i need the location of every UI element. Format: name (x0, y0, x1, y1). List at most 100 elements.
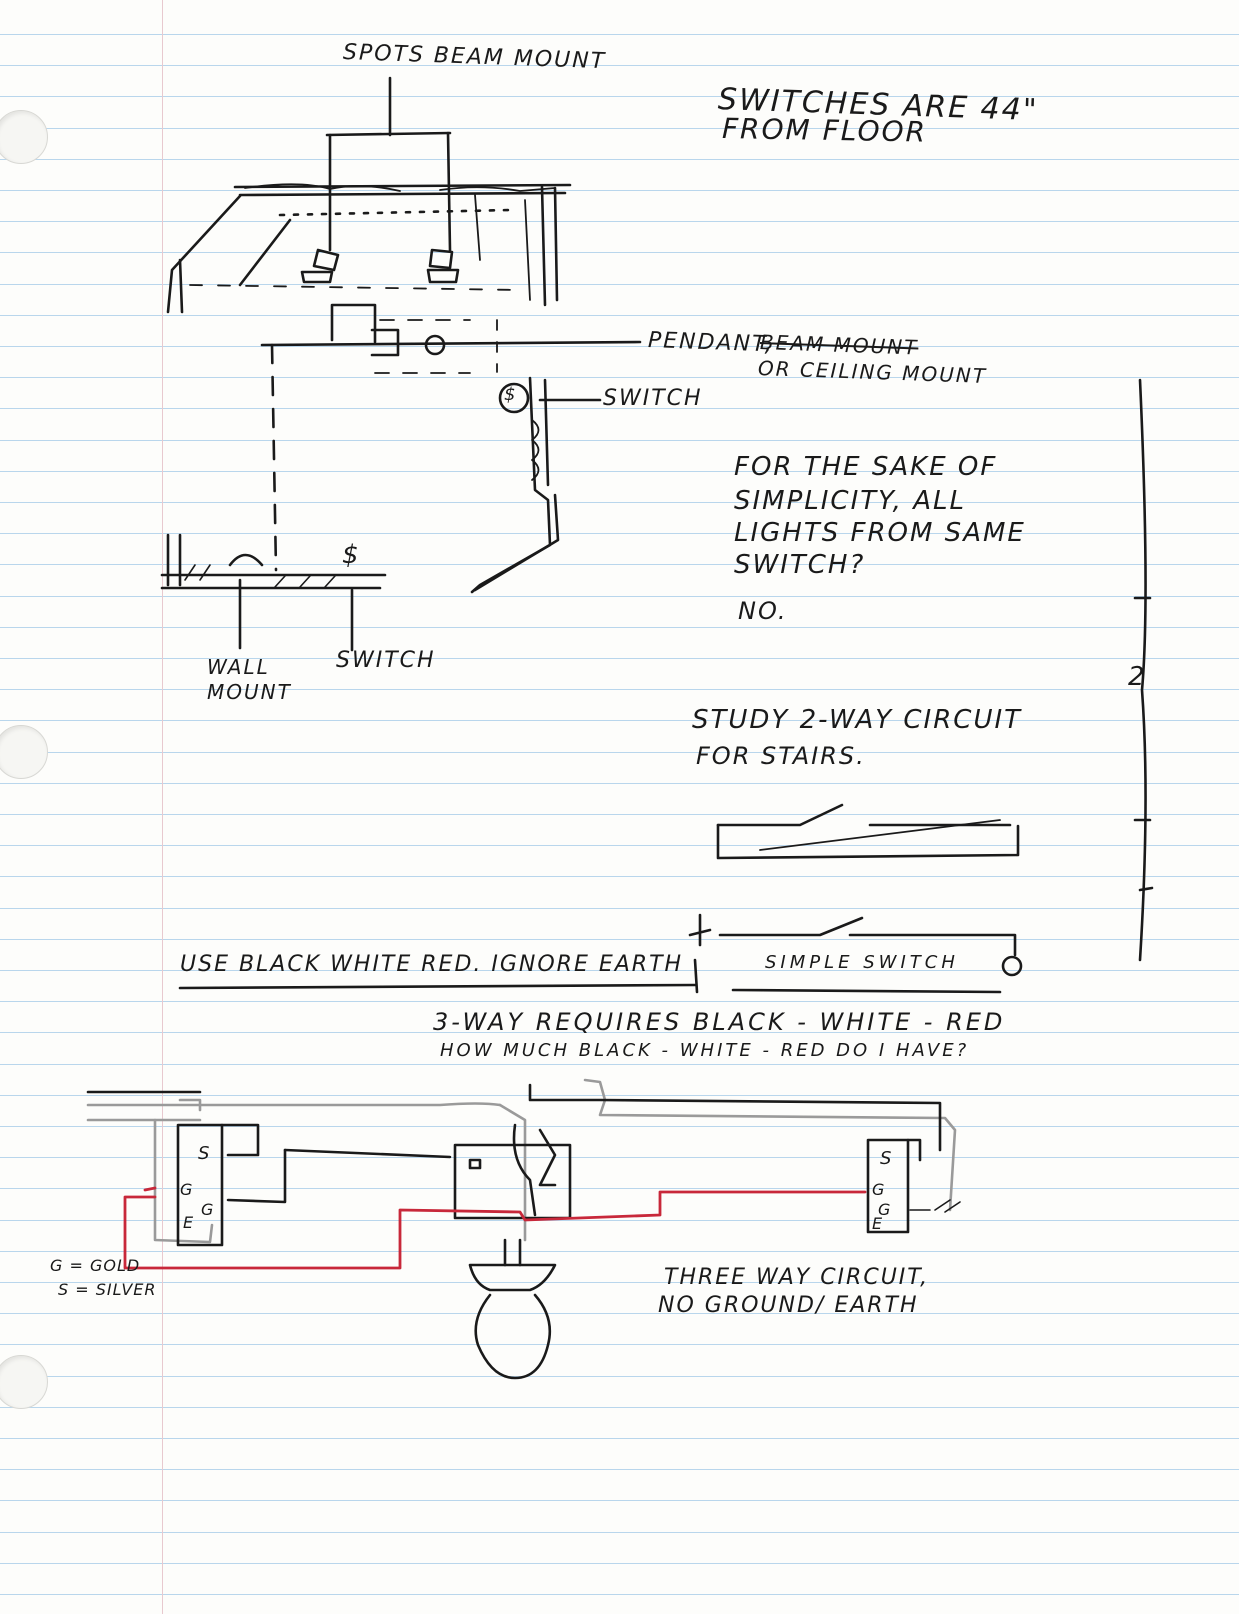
rule-line (0, 752, 1239, 753)
rule-line (0, 627, 1239, 628)
rule-line (0, 908, 1239, 909)
rule-line (0, 845, 1239, 846)
room-wall-right (540, 185, 547, 307)
rule-line (0, 970, 1239, 971)
rule-line (0, 190, 1239, 191)
rule-line (0, 1126, 1239, 1127)
terminal-e-right: E (872, 1214, 885, 1233)
rule-line (0, 564, 1239, 565)
rule-line (0, 315, 1239, 316)
three-way-line1: THREE WAY CIRCUIT, (664, 1265, 930, 1290)
study-line2: FOR STAIRS. (696, 742, 866, 770)
switch-dollar-symbol: $ (504, 384, 518, 405)
switch-label-right: SWITCH (603, 386, 703, 411)
rule-line (0, 471, 1239, 472)
question-line4: SWITCH? (734, 550, 866, 580)
rule-line (0, 720, 1239, 721)
three-way-line2: NO GROUND/ EARTH (658, 1293, 919, 1318)
legend-silver: S = SILVER (58, 1280, 157, 1299)
rule-line (0, 440, 1239, 441)
terminal-g-right: G (872, 1180, 887, 1199)
room-wall-left (166, 194, 242, 314)
rule-line (0, 65, 1239, 66)
rule-line (0, 1469, 1239, 1470)
question-line2: SIMPLICITY, ALL (734, 486, 966, 516)
study-line1: STUDY 2-WAY CIRCUIT (692, 705, 1023, 735)
stair-wall (470, 376, 552, 594)
rule-line (0, 96, 1239, 97)
underline (178, 983, 697, 990)
switch-box-right (866, 1138, 910, 1234)
rule-line (0, 128, 1239, 129)
rule-line (0, 1251, 1239, 1252)
terminal-g-left-2: G (201, 1200, 216, 1219)
answer-no: NO. (738, 597, 788, 625)
wall-mount-fixture (228, 553, 264, 567)
rule-line (0, 1188, 1239, 1189)
rule-line (0, 658, 1239, 659)
rule-line (0, 34, 1239, 35)
switch-symbol-circle (498, 382, 530, 414)
rule-line (0, 689, 1239, 690)
rule-line (0, 1532, 1239, 1533)
question-line1: FOR THE SAKE OF (734, 452, 998, 482)
bulb (474, 1293, 552, 1380)
spotlight-left (312, 248, 340, 272)
question-line3: LIGHTS FROM SAME (734, 518, 1026, 548)
use-colors-note: USE BLACK WHITE RED. IGNORE EARTH (180, 952, 684, 977)
margin-line (162, 0, 163, 1614)
rule-line (0, 408, 1239, 409)
terminal-s-right: S (880, 1148, 894, 1169)
margin-bracket (1138, 378, 1147, 962)
rule-line (0, 1500, 1239, 1501)
rule-line (0, 1313, 1239, 1314)
terminal-e-left: E (183, 1213, 196, 1232)
punch-hole (0, 110, 48, 164)
grey-wire (86, 1102, 502, 1107)
rule-line (0, 1282, 1239, 1283)
pendant-leader-line (260, 340, 642, 347)
beam-mount-bar (325, 131, 452, 137)
rule-line (0, 159, 1239, 160)
requires-line2: HOW MUCH BLACK - WHITE - RED DO I HAVE? (440, 1040, 970, 1061)
rule-line (0, 377, 1239, 378)
rule-line (0, 783, 1239, 784)
margin-mark: 2 (1128, 662, 1147, 692)
rule-line (0, 876, 1239, 877)
pendant-label: PENDANT, (647, 328, 775, 358)
rule-line (0, 1095, 1239, 1096)
rule-line (0, 1001, 1239, 1002)
spotlight-right (428, 248, 454, 270)
rule-line (0, 1032, 1239, 1033)
rule-line (0, 252, 1239, 253)
pendant-fixture (424, 334, 446, 356)
rule-line (0, 1407, 1239, 1408)
terminal-g-right-2: G (878, 1200, 893, 1219)
punch-hole (0, 1355, 48, 1409)
rule-line (0, 1438, 1239, 1439)
rule-line (0, 1594, 1239, 1595)
rule-line (0, 221, 1239, 222)
rule-line (0, 1157, 1239, 1158)
junction-box (453, 1143, 572, 1220)
rule-line (0, 533, 1239, 534)
rule-line (0, 596, 1239, 597)
terminal-g-left: G (180, 1180, 195, 1199)
two-way-diagram (716, 823, 1020, 860)
punch-hole (0, 725, 48, 779)
rule-line (0, 1064, 1239, 1065)
red-wire (123, 1190, 867, 1270)
switch-box-left (176, 1123, 224, 1247)
rule-line (0, 814, 1239, 815)
requires-line1: 3-WAY REQUIRES BLACK - WHITE - RED (433, 1008, 1006, 1036)
rule-line (0, 1344, 1239, 1345)
simple-switch-label: SIMPLE SWITCH (765, 952, 959, 973)
legend-gold: G = GOLD (50, 1256, 141, 1275)
switch-label-bottom: SWITCH (336, 648, 436, 673)
wall-mount-line1: WALL (207, 655, 270, 679)
rule-line (0, 1563, 1239, 1564)
rule-line (0, 1376, 1239, 1377)
switch-dollar-symbol: $ (342, 540, 361, 570)
switch-height-note-line2: FROM FLOOR (721, 112, 928, 149)
